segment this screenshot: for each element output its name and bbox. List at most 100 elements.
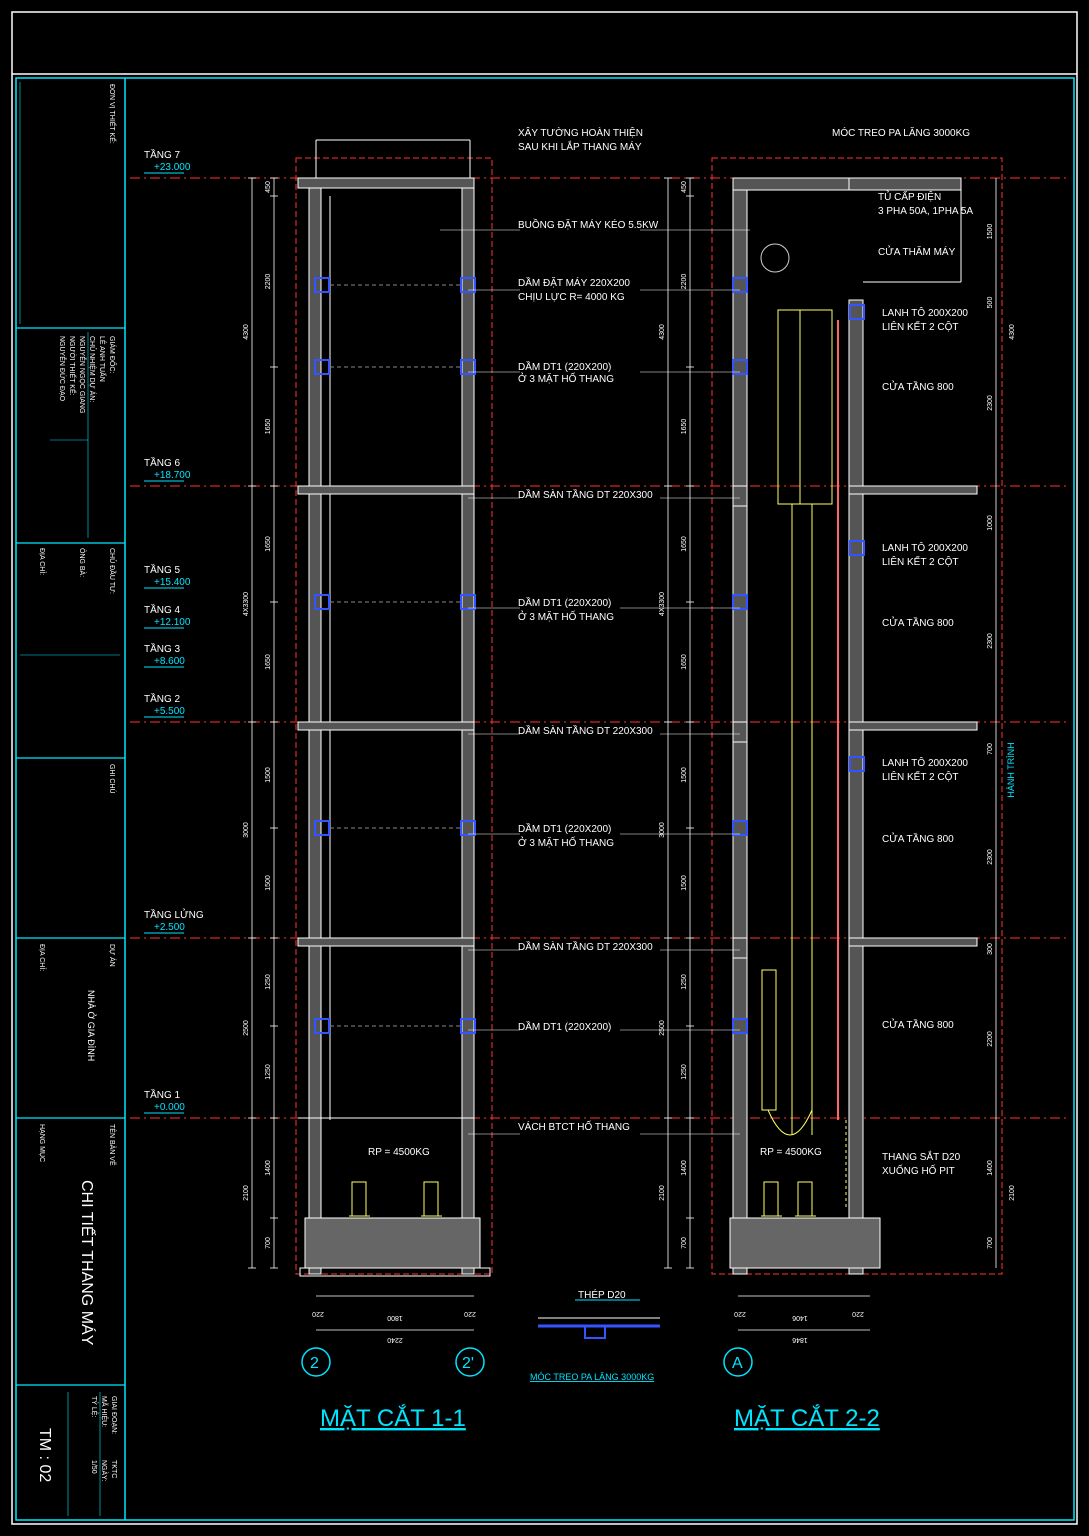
dim-label: 4300 <box>243 324 250 340</box>
tb-investor: CHỦ ĐẦU TƯ: <box>108 548 118 594</box>
tb-meta-5: 1/50 <box>90 1460 97 1474</box>
dim-label: 1500 <box>681 875 688 891</box>
dim-label: 450 <box>681 181 688 193</box>
right-label: CỬA TẦNG 800 <box>882 1018 954 1031</box>
beam-section <box>732 820 748 836</box>
dim-label-right: 4300 <box>1009 324 1016 340</box>
right-label: LANH TÔ 200X200 <box>882 306 968 319</box>
dim-label-right: 2300 <box>987 633 994 649</box>
section-title-1: MẶT CẮT 1-1 <box>320 1404 466 1432</box>
level-elev: +15.400 <box>154 577 191 588</box>
center-label: DẦM SÀN TẦNG DT 220X300 <box>518 488 653 501</box>
slab-right-b <box>848 485 978 495</box>
dim-label: 450 <box>265 181 272 193</box>
outer-border <box>11 11 1078 1525</box>
inner-border <box>15 77 1075 1521</box>
level-elev: +8.600 <box>154 656 185 667</box>
center-label: SAU KHI LẮP THANG MÁY <box>518 140 642 153</box>
beam-section <box>314 359 330 375</box>
axis-2p: 2' <box>462 1355 474 1372</box>
tb-category: HẠNG MỤC <box>38 1124 45 1162</box>
right-label: CỬA TẦNG 800 <box>882 380 954 393</box>
dim-label: 700 <box>681 1237 688 1249</box>
right-label: CỬA THĂM MÁY <box>878 245 956 258</box>
lintel-section <box>849 540 865 556</box>
tb-meta-2: MÃ HIỆU: <box>100 1396 109 1427</box>
level-name: TẦNG 2 <box>144 692 181 705</box>
slab-right-a <box>732 485 748 507</box>
dim-label: 1500 <box>265 767 272 783</box>
slab-right-a <box>732 721 748 743</box>
dim-label: 3000 <box>659 822 666 838</box>
level-name: TẦNG 3 <box>144 642 181 655</box>
tb-sheet: TM : 02 <box>36 1428 53 1482</box>
detail-caption: MÓC TREO PA LĂNG 3000KG <box>530 1372 654 1382</box>
right-label: LIÊN KẾT 2 CỘT <box>882 555 959 568</box>
dim-label-right: 1500 <box>987 224 994 240</box>
bl-d3: 220 <box>464 1310 476 1317</box>
dim-label-right: 2300 <box>987 395 994 411</box>
dim-label-right: 1000 <box>987 515 994 531</box>
center-label: BUỒNG ĐẶT MÁY KÉO 5.5KW <box>518 218 659 231</box>
right-label: LANH TÔ 200X200 <box>882 541 968 554</box>
travel-label: HÀNH TRÌNH <box>1006 742 1016 797</box>
br-d2: 1406 <box>792 1314 808 1321</box>
beam-section <box>460 820 476 836</box>
right-label: LIÊN KẾT 2 CỘT <box>882 320 959 333</box>
rp-label-left: RP = 4500KG <box>368 1147 430 1158</box>
tb-role-2: CHỦ NHIỆM DỰ ÁN: <box>88 336 97 402</box>
dim-label-right: 700 <box>987 743 994 755</box>
bl-d1: 220 <box>312 1310 324 1317</box>
dim-label: 1250 <box>681 974 688 990</box>
level-name: TẦNG 1 <box>144 1088 181 1101</box>
bl-d2: 1800 <box>387 1314 403 1321</box>
level-elev: +2.500 <box>154 922 185 933</box>
dim-label: 1650 <box>681 419 688 435</box>
center-label: XÂY TƯỜNG HOÀN THIỆN <box>518 126 643 139</box>
level-name: TẦNG 7 <box>144 148 181 161</box>
beams <box>314 277 865 1034</box>
dim-label: 1250 <box>265 1064 272 1080</box>
dim-label-right: 700 <box>987 1237 994 1249</box>
beam-section <box>732 359 748 375</box>
hook-detail: THÉP D20 MÓC TREO PA LĂNG 3000KG <box>530 1288 660 1382</box>
tb-meta-0: GIAI ĐOẠN: <box>110 1396 117 1434</box>
level-elev: +0.000 <box>154 1102 185 1113</box>
dim-label-right: 300 <box>987 943 994 955</box>
tb-meta-4: TỶ LỆ: <box>90 1396 99 1417</box>
tb-drawing: TÊN BẢN VẼ <box>108 1124 117 1166</box>
slab-left <box>297 485 475 495</box>
rp-label-right: RP = 4500KG <box>760 1147 822 1158</box>
center-label: DẦM DT1 (220X200) <box>518 360 611 373</box>
beam-section <box>732 594 748 610</box>
detail-title: THÉP D20 <box>578 1288 626 1301</box>
slab-right-b <box>848 721 978 731</box>
right-label: LIÊN KẾT 2 CỘT <box>882 770 959 783</box>
dim-label: 3000 <box>243 822 250 838</box>
tb-role-3: NGUYỄN NGỌC GIANG <box>78 336 87 413</box>
center-label: Ở 3 MẶT HỐ THANG <box>518 371 614 385</box>
slab-right-b <box>848 937 978 947</box>
right-label: MÓC TREO PA LĂNG 3000KG <box>832 126 970 139</box>
tb-role-1: LÊ ANH TUẤN <box>98 336 108 382</box>
floor-slabs <box>297 485 978 1119</box>
br-total: 1846 <box>792 1336 808 1343</box>
section-1-1 <box>295 139 493 1277</box>
level-name: TẦNG 4 <box>144 603 181 616</box>
dim-label: 4X3300 <box>243 592 250 616</box>
dim-label: 1250 <box>265 974 272 990</box>
dim-label-right: 2200 <box>987 1031 994 1047</box>
section-2-2 <box>711 157 1003 1275</box>
dim-label: 1500 <box>681 767 688 783</box>
axis-2: 2 <box>310 1355 319 1372</box>
beam-section <box>460 1018 476 1034</box>
bottom-dims-left: 220 1800 220 2240 2 2' <box>301 1295 485 1377</box>
level-name: TẦNG LỬNG <box>144 908 204 921</box>
center-label: DẦM SÀN TẦNG DT 220X300 <box>518 724 653 737</box>
dim-label: 2100 <box>243 1185 250 1201</box>
level-name: TẦNG 6 <box>144 456 181 469</box>
dim-label: 2100 <box>659 1185 666 1201</box>
